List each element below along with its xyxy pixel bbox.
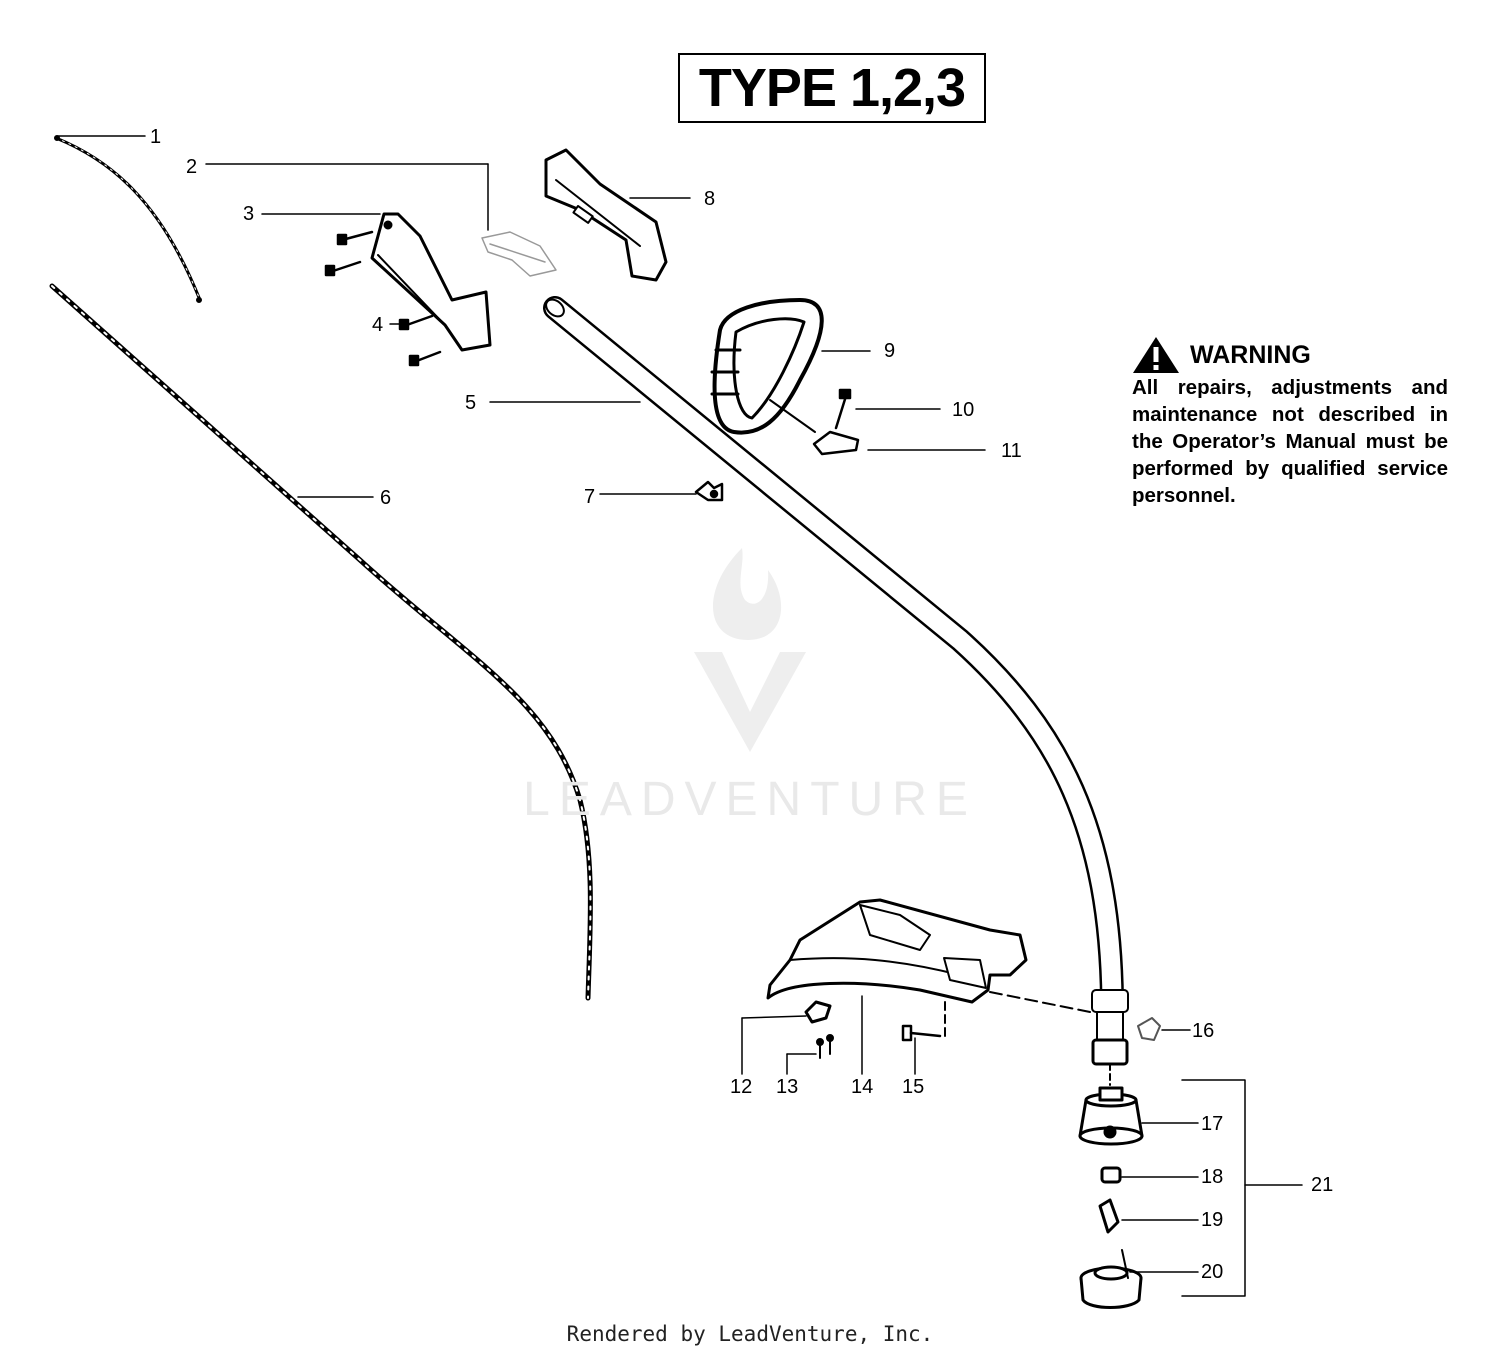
wing-nut (694, 480, 724, 502)
throttle-cable (54, 135, 202, 303)
cutter-screws (816, 1034, 834, 1059)
line-spool (1079, 1249, 1143, 1309)
line-cutter-bracket (804, 1000, 832, 1024)
callout-17: 17 (1201, 1113, 1224, 1135)
trimmer-hub (1078, 1086, 1144, 1146)
watermark-logo-icon (694, 548, 806, 752)
shaft-tube (543, 296, 1124, 1012)
warning-body: All repairs, adjustments and maintenance… (1132, 376, 1448, 507)
callout-16: 16 (1192, 1020, 1215, 1042)
callout-3: 3 (243, 203, 255, 225)
rear-handle (370, 212, 492, 352)
callout-21: 21 (1311, 1174, 1334, 1196)
assist-handle (710, 298, 824, 435)
warning-heading-text: WARNING (1190, 340, 1311, 369)
callout-12: 12 (730, 1076, 753, 1098)
callout-1: 1 (150, 126, 162, 148)
shield-bolt (901, 999, 946, 1042)
callout-14: 14 (851, 1076, 874, 1098)
retainer-clip (1098, 1198, 1120, 1234)
throttle-trigger (481, 231, 557, 277)
callout-8: 8 (704, 188, 716, 210)
shield-wing-nut (1137, 1017, 1161, 1041)
handle-cover (544, 148, 668, 282)
drive-shaft (49, 283, 593, 1001)
watermark-text: LEADVENTURE (523, 773, 977, 826)
callout-19: 19 (1201, 1209, 1224, 1231)
callout-4: 4 (372, 314, 384, 336)
callout-18: 18 (1201, 1166, 1224, 1188)
callout-6: 6 (380, 487, 392, 509)
callout-7: 7 (584, 486, 596, 508)
handle-bolt (834, 388, 852, 430)
spring-spacer (1100, 1166, 1122, 1184)
callout-15: 15 (902, 1076, 925, 1098)
warning-notice: WARNING All repairs, adjustments and mai… (1132, 336, 1448, 509)
callout-10: 10 (952, 399, 975, 421)
callout-5: 5 (465, 392, 477, 414)
screw-set (324, 230, 442, 367)
warning-heading: WARNING (1132, 336, 1448, 374)
footer-credit: Rendered by LeadVenture, Inc. (566, 1322, 934, 1346)
callout-13: 13 (776, 1076, 799, 1098)
leader-lines (57, 135, 1303, 1297)
callout-9: 9 (884, 340, 896, 362)
handle-clamp (812, 430, 860, 456)
callout-2: 2 (186, 156, 198, 178)
debris-shield (766, 898, 1091, 1013)
warning-triangle-icon (1133, 337, 1179, 373)
diagram-title: TYPE 1,2,3 (678, 53, 986, 123)
callout-11: 11 (1001, 440, 1022, 462)
shaft-coupling (1091, 989, 1129, 1086)
callout-20: 20 (1201, 1261, 1224, 1283)
